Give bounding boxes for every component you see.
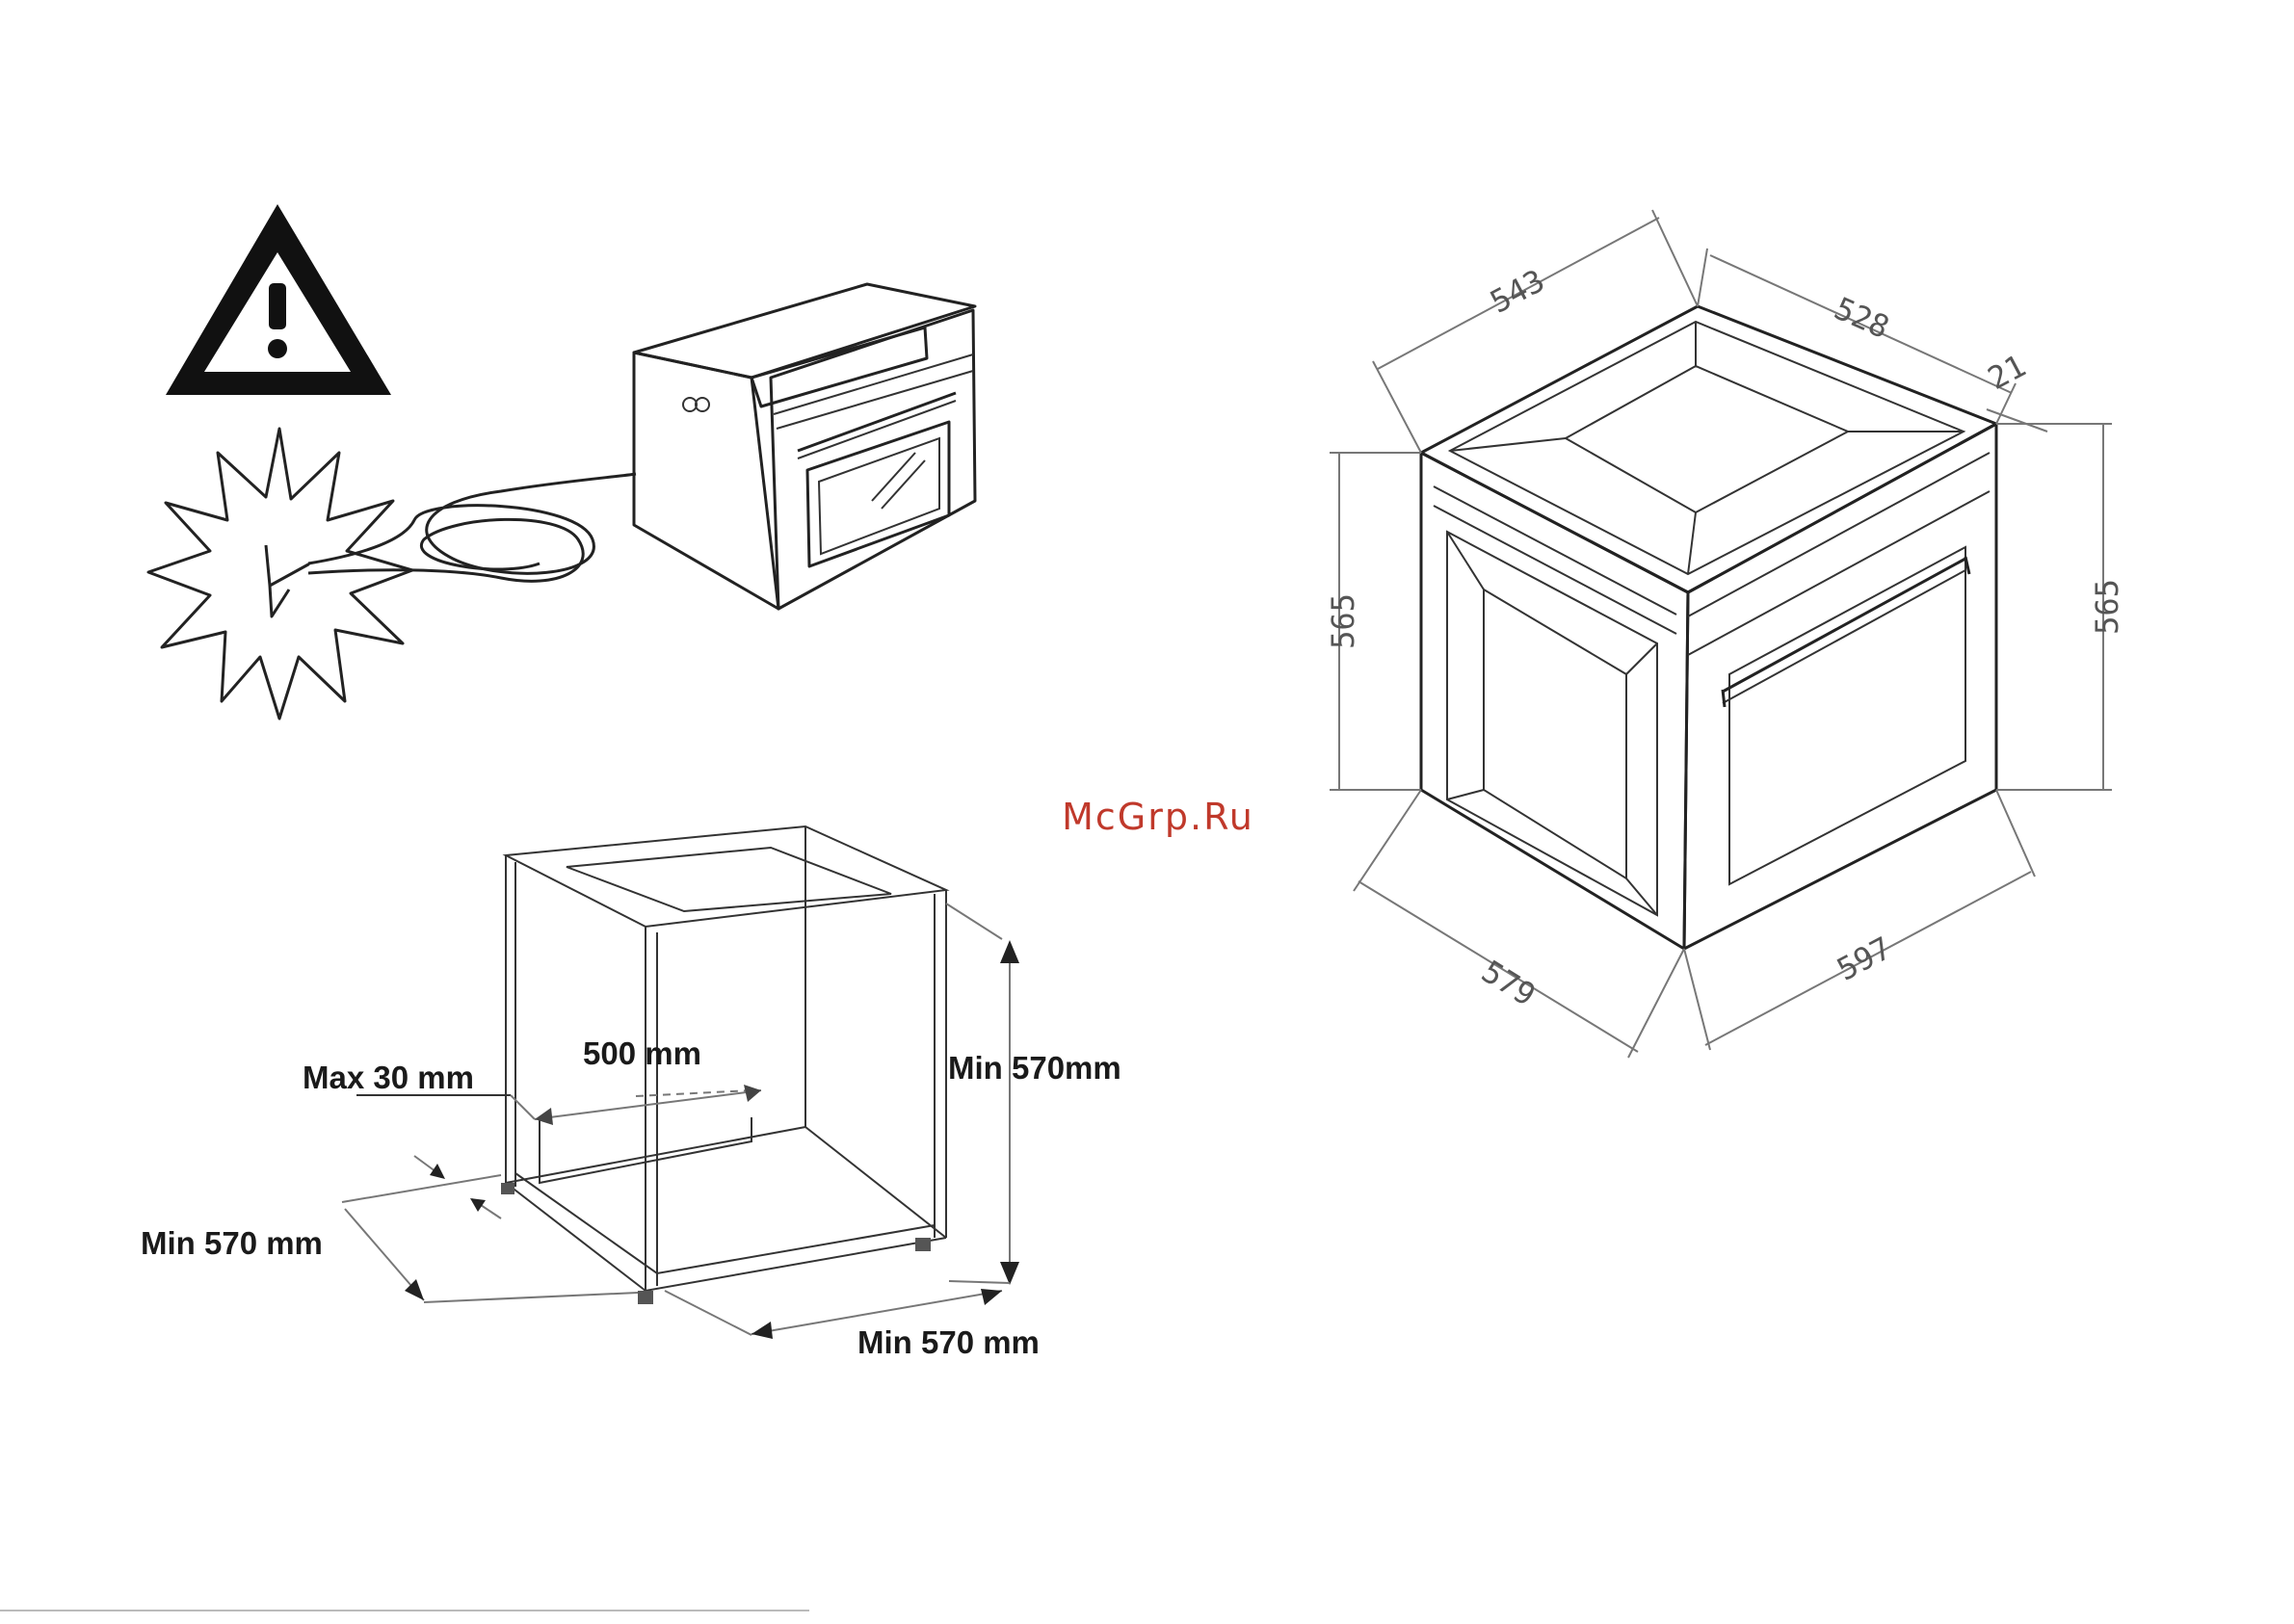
dimension-565-right: 565 xyxy=(2089,579,2125,635)
oven-icon xyxy=(634,284,975,609)
dimension-543: 543 xyxy=(1484,262,1550,321)
max-gap-label: Max 30 mm xyxy=(303,1060,474,1095)
dimension-528: 528 xyxy=(1829,290,1894,346)
width-bottom-label: Min 570 mm xyxy=(857,1324,1040,1360)
warning-triangle-icon xyxy=(166,204,391,395)
height-label: Min 570mm xyxy=(948,1050,1121,1086)
dimension-579: 579 xyxy=(1475,953,1542,1013)
power-cable xyxy=(308,474,636,581)
width-left-label: Min 570 mm xyxy=(141,1225,323,1261)
dimension-565-left: 565 xyxy=(1325,593,1361,649)
watermark-text: McGrp.Ru xyxy=(1062,796,1254,838)
depth-label: 500 mm xyxy=(583,1035,701,1071)
dimension-21: 21 xyxy=(1982,347,2032,397)
electric-shock-icon xyxy=(148,429,412,719)
dimension-597: 597 xyxy=(1831,930,1897,988)
oven-dimension-diagram xyxy=(1330,210,2112,1058)
